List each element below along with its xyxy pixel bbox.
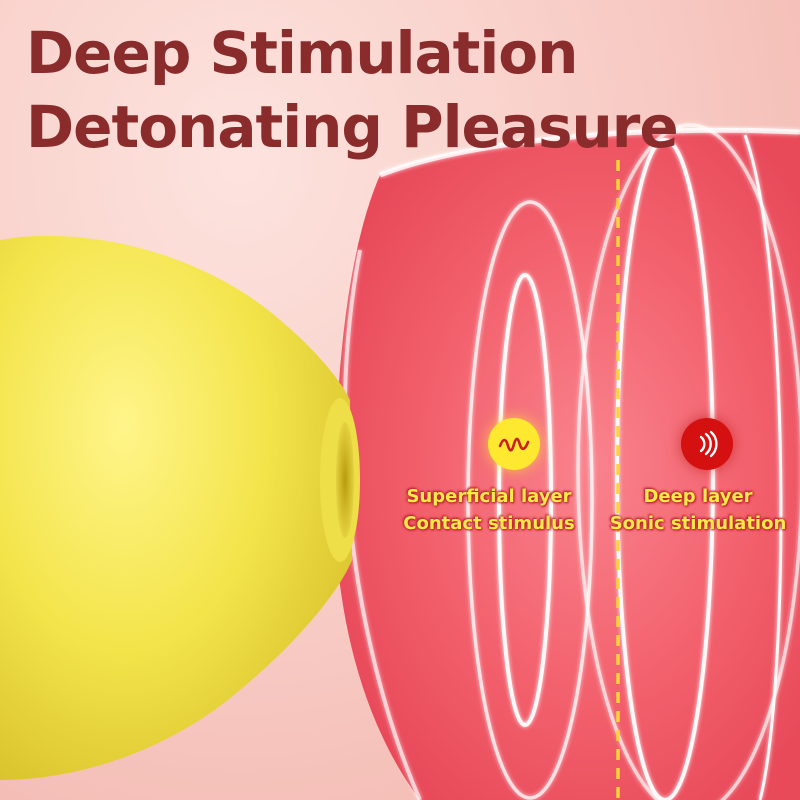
- superficial-layer-subtitle: Contact stimulus: [403, 513, 575, 534]
- wave-ring: [743, 134, 783, 800]
- deep-layer-label: Deep layer Sonic stimulation: [600, 483, 796, 537]
- deep-layer-title: Deep layer: [643, 486, 753, 507]
- headline-line-2: Detonating Pleasure: [26, 93, 679, 161]
- wave-ring: [576, 123, 800, 800]
- tissue-sphere: [334, 127, 800, 800]
- deep-layer-subtitle: Sonic stimulation: [609, 513, 787, 534]
- wave-ring: [497, 273, 553, 727]
- sonic-wave-icon: [681, 418, 733, 470]
- yellow-device: [0, 235, 360, 780]
- superficial-layer-label: Superficial layer Contact stimulus: [394, 483, 584, 537]
- device-nozzle-opening: [336, 422, 354, 538]
- wave-icon: [488, 418, 540, 470]
- headline-line-1: Deep Stimulation: [26, 19, 578, 87]
- superficial-layer-title: Superficial layer: [406, 486, 572, 507]
- wave-ring: [466, 200, 594, 800]
